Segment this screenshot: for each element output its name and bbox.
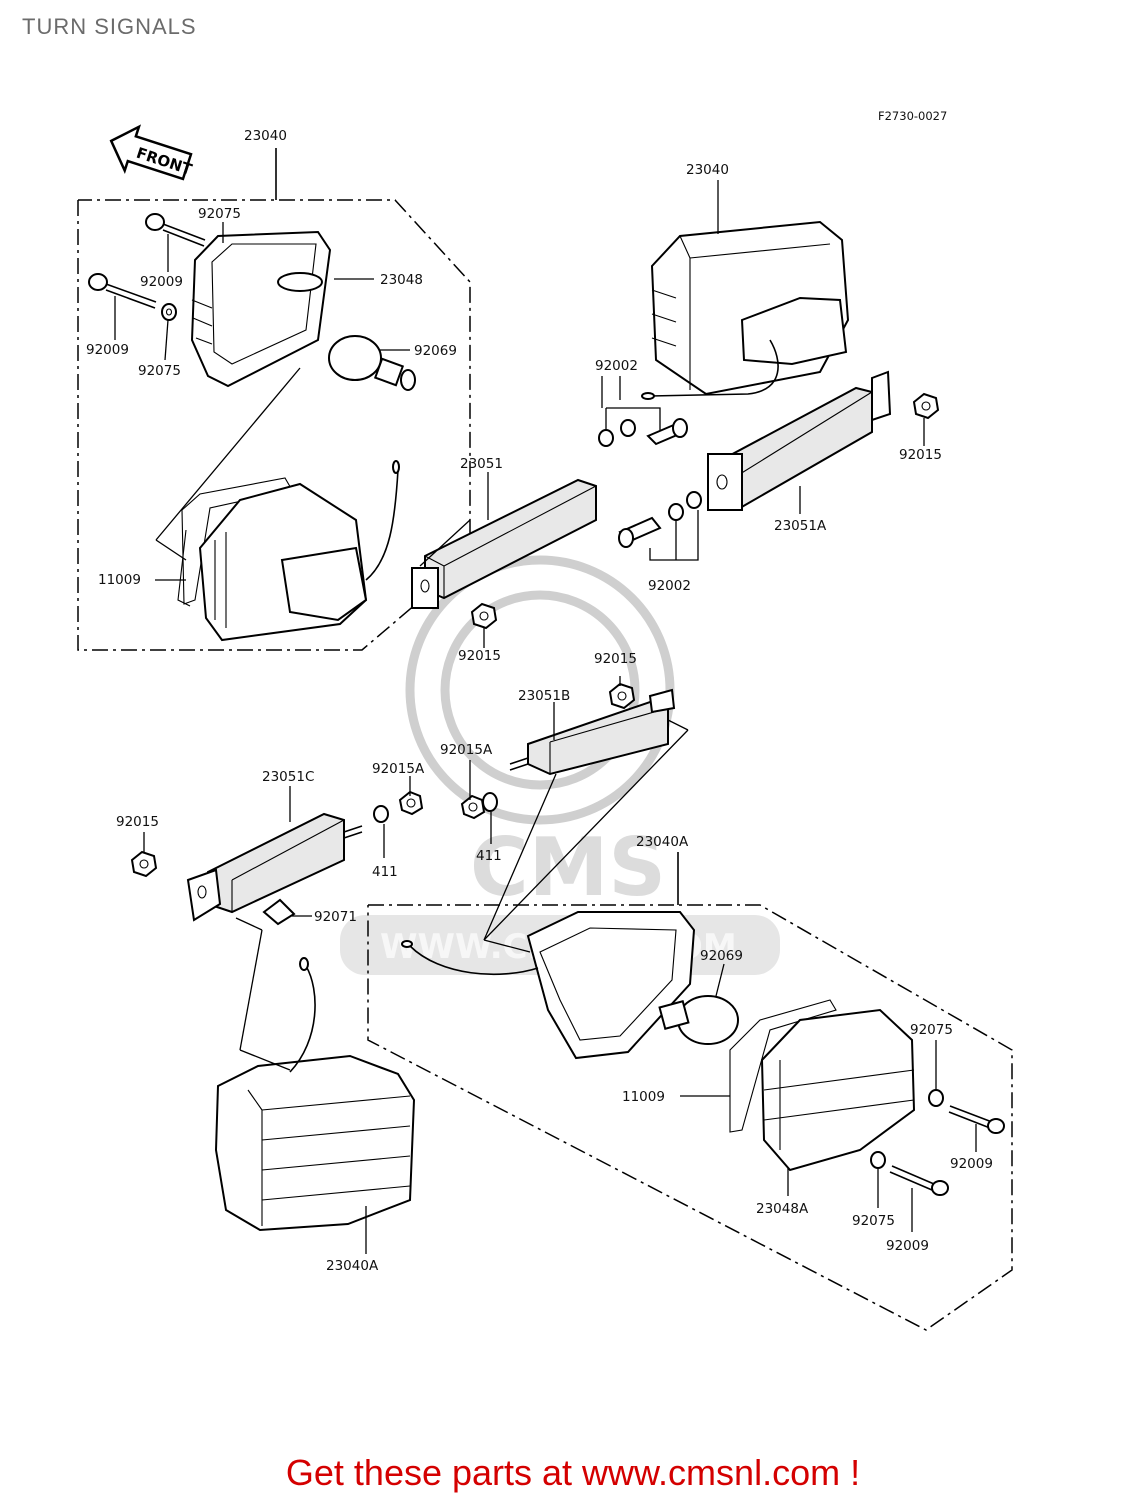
figure-code: F2730-0027 bbox=[878, 109, 947, 123]
part-labels: 23040 92075 92009 23048 92009 92075 9206… bbox=[86, 128, 993, 1274]
label-92015-right: 92015 bbox=[899, 447, 942, 463]
page-title: TURN SIGNALS bbox=[22, 14, 197, 39]
label-23040a-bot: 23040A bbox=[326, 1258, 379, 1274]
screw-92009-d bbox=[889, 1165, 949, 1196]
bracket-23051b bbox=[509, 688, 676, 776]
label-23051c: 23051C bbox=[262, 769, 314, 785]
housing-23040-upper-left bbox=[198, 460, 400, 642]
washer-92075-c bbox=[928, 1089, 944, 1107]
label-leaders bbox=[114, 180, 977, 1254]
screw-92009-c bbox=[948, 1105, 1005, 1134]
screw-92009-upper bbox=[145, 213, 206, 247]
housing-23040a-lower bbox=[214, 957, 416, 1232]
housing-23040-upper-right bbox=[641, 220, 850, 400]
bracket-23051 bbox=[411, 478, 597, 609]
label-23040-top: 23040 bbox=[244, 128, 287, 144]
label-92009-c: 92009 bbox=[950, 1156, 993, 1172]
label-92015-mid: 92015 bbox=[458, 648, 501, 664]
label-23040a-mid: 23040A bbox=[636, 834, 689, 850]
label-23051a: 23051A bbox=[774, 518, 827, 534]
nut-92015a-b bbox=[460, 794, 486, 820]
label-92015a-b: 92015A bbox=[440, 742, 493, 758]
screw-92009-lower bbox=[88, 273, 157, 309]
label-23051b: 23051B bbox=[518, 688, 570, 704]
label-92015-left: 92015 bbox=[116, 814, 159, 830]
label-11009-left: 11009 bbox=[98, 572, 141, 588]
label-92009-d: 92009 bbox=[886, 1238, 929, 1254]
assembly-box-lower-right bbox=[367, 852, 1013, 1331]
label-92069-top: 92069 bbox=[414, 343, 457, 359]
nut-92015-mid bbox=[470, 602, 498, 630]
label-23048: 23048 bbox=[380, 272, 423, 288]
washer-92075-lower bbox=[161, 303, 177, 321]
nut-92015a-a bbox=[398, 790, 424, 816]
bracket-23051a bbox=[707, 370, 892, 511]
label-92015-c: 92015 bbox=[594, 651, 637, 667]
label-11009-right: 11009 bbox=[622, 1089, 665, 1105]
bulb-92069-lower bbox=[658, 995, 739, 1045]
label-23040-right: 23040 bbox=[686, 162, 729, 178]
label-92009-a: 92009 bbox=[140, 274, 183, 290]
label-92071: 92071 bbox=[314, 909, 357, 925]
bracket-23051c bbox=[186, 812, 363, 922]
label-23048a: 23048A bbox=[756, 1201, 809, 1217]
nut-92015-right bbox=[912, 392, 940, 420]
lens-23048a bbox=[760, 1008, 916, 1172]
washer-92075-d bbox=[870, 1151, 886, 1169]
label-92075-a: 92075 bbox=[198, 206, 241, 222]
label-92002-top: 92002 bbox=[595, 358, 638, 374]
label-92075-d: 92075 bbox=[852, 1213, 895, 1229]
lens-23048 bbox=[190, 230, 332, 388]
label-411-b: 411 bbox=[476, 848, 502, 864]
footer-link[interactable]: Get these parts at www.cmsnl.com ! bbox=[285, 1452, 861, 1493]
bolt-92002-upper bbox=[598, 418, 688, 447]
bulb-92069-upper bbox=[328, 335, 416, 391]
washer-411-b bbox=[482, 792, 498, 812]
bolt-92002-lower bbox=[618, 491, 702, 548]
label-92009-b: 92009 bbox=[86, 342, 129, 358]
label-92002-bot: 92002 bbox=[648, 578, 691, 594]
label-92075-c: 92075 bbox=[910, 1022, 953, 1038]
parts-diagram: CMS WWW.CMSNL.COM F2730-0027 FRONT bbox=[77, 109, 1013, 1331]
housing-23040a-mid bbox=[401, 911, 696, 1060]
leader-lines bbox=[155, 367, 689, 1071]
label-92015a-a: 92015A bbox=[372, 761, 425, 777]
nut-92015-left bbox=[130, 850, 158, 878]
label-411-a: 411 bbox=[372, 864, 398, 880]
washer-411-a bbox=[373, 805, 389, 823]
label-23051: 23051 bbox=[460, 456, 503, 472]
label-92075-b: 92075 bbox=[138, 363, 181, 379]
clip-92071 bbox=[262, 898, 296, 926]
front-arrow: FRONT bbox=[109, 124, 195, 181]
label-92069-bot: 92069 bbox=[700, 948, 743, 964]
